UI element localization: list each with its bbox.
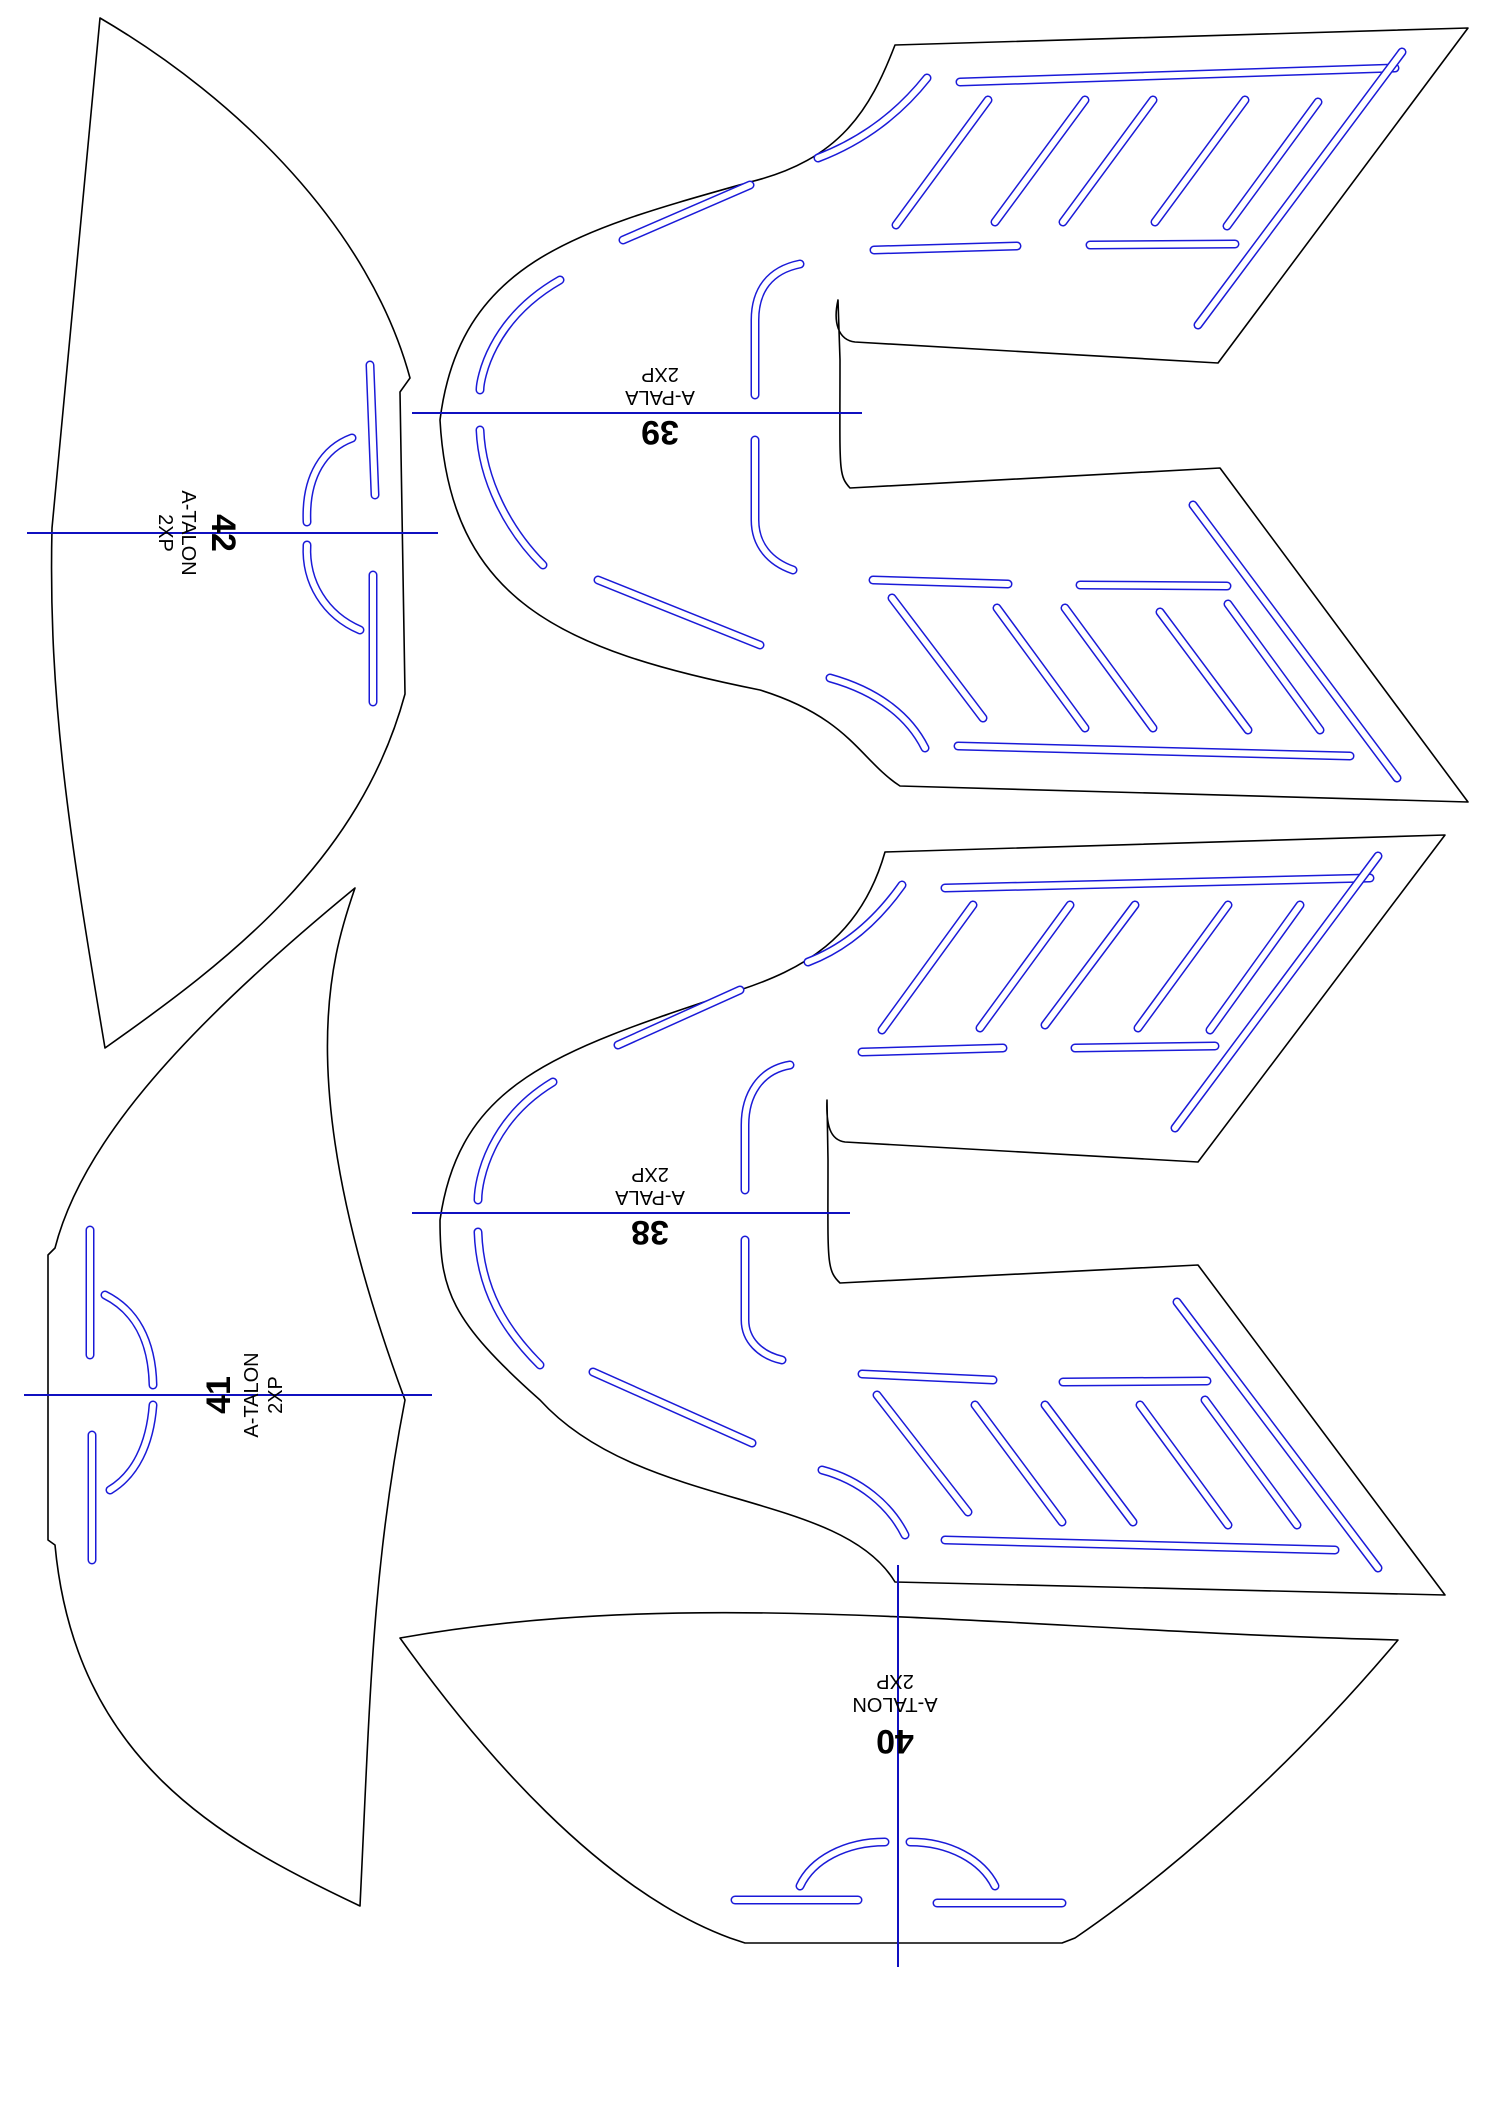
piece-39-outline <box>439 27 1469 803</box>
piece-39-stitch-group <box>475 47 1407 783</box>
piece-42-stitch-group <box>302 360 380 707</box>
piece-38-stitch-group <box>473 851 1383 1573</box>
piece-42-qty: 2XP <box>154 514 176 552</box>
piece-41-outline <box>47 887 406 1907</box>
piece-40-number: 40 <box>876 1722 914 1760</box>
piece-41-number: 41 <box>200 1376 238 1414</box>
piece-39-qty: 2XP <box>641 363 679 385</box>
piece-38-number: 38 <box>631 1213 669 1251</box>
piece-42-number: 42 <box>204 514 242 552</box>
piece-40-name: A-TALON <box>852 1693 937 1715</box>
piece-40-stitch-group <box>730 1837 1067 1908</box>
piece-41-qty: 2XP <box>265 1376 287 1414</box>
piece-40-outline <box>399 1611 1399 1944</box>
piece-42-name: A-TALON <box>177 490 199 575</box>
piece-38-name: A-PALA <box>615 1186 685 1208</box>
piece-42-outline <box>50 17 411 1049</box>
piece-38-qty: 2XP <box>631 1163 669 1185</box>
piece-41-name: A-TALON <box>241 1352 263 1437</box>
piece-39-number: 39 <box>641 413 679 451</box>
piece-39: 39 A-PALA 2XP <box>412 27 1469 803</box>
piece-40-qty: 2XP <box>876 1670 914 1692</box>
piece-41: 41 A-TALON 2XP <box>24 887 432 1907</box>
piece-41-stitch-group <box>85 1225 158 1565</box>
piece-42: 42 A-TALON 2XP <box>27 17 438 1049</box>
piece-39-name: A-PALA <box>625 386 695 408</box>
piece-40: 40 A-TALON 2XP <box>399 1565 1399 1967</box>
piece-38: 38 A-PALA 2XP <box>412 834 1446 1596</box>
